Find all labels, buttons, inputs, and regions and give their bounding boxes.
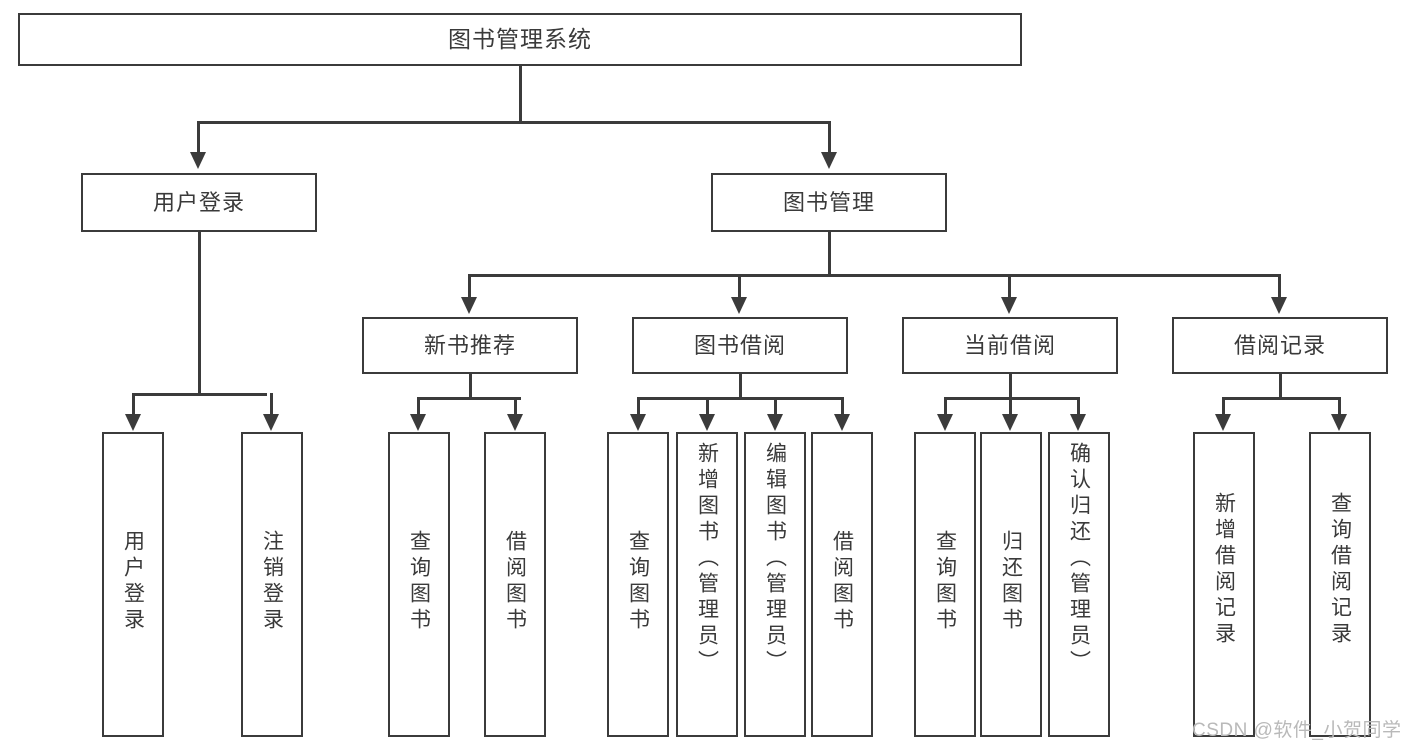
arrow-book-borrow-to-leaf-1 xyxy=(630,414,646,431)
leaf-add-borrow-record[interactable]: 新增借阅记录 xyxy=(1193,432,1255,737)
connector-book-borrow-to-leaf-4 xyxy=(841,397,844,415)
leaf-label: 借阅图书 xyxy=(830,530,854,634)
leaf-borrow-book[interactable]: 借阅图书 xyxy=(811,432,873,737)
leaf-label: 归还图书 xyxy=(999,530,1023,634)
connector-new-book-bar xyxy=(417,397,521,400)
connector-current-borrow-stem xyxy=(1009,374,1012,399)
leaf-label: 查询借阅记录 xyxy=(1328,492,1352,648)
arrow-user-login-to-leaf-2 xyxy=(263,414,279,431)
leaf-label: 查询图书 xyxy=(626,530,650,634)
connector-borrow-record-to-leaf-2 xyxy=(1338,397,1341,415)
leaf-label: 用户登录 xyxy=(121,530,145,634)
arrow-root-to-user-login xyxy=(190,152,206,169)
connector-current-borrow-to-leaf-2 xyxy=(1009,397,1012,415)
node-book-management[interactable]: 图书管理 xyxy=(711,173,947,232)
connector-root-bar xyxy=(197,121,831,124)
connector-root-to-book-manage xyxy=(828,121,831,153)
node-label: 当前借阅 xyxy=(963,332,1056,358)
arrow-book-borrow-to-leaf-3 xyxy=(767,414,783,431)
leaf-user-login[interactable]: 用户登录 xyxy=(102,432,164,737)
connector-book-manage-to-book-borrow xyxy=(738,274,741,298)
arrow-new-book-to-leaf-2 xyxy=(507,414,523,431)
connector-book-manage-to-current-borrow xyxy=(1008,274,1011,298)
leaf-query-book-current[interactable]: 查询图书 xyxy=(914,432,976,737)
node-current-borrow[interactable]: 当前借阅 xyxy=(902,317,1118,374)
connector-borrow-record-bar xyxy=(1222,397,1340,400)
arrow-current-borrow-to-leaf-1 xyxy=(937,414,953,431)
arrow-user-login-to-leaf-1 xyxy=(125,414,141,431)
arrow-root-to-book-manage xyxy=(821,152,837,169)
leaf-label: 查询图书 xyxy=(933,530,957,634)
node-borrow-record[interactable]: 借阅记录 xyxy=(1172,317,1388,374)
leaf-logout[interactable]: 注销登录 xyxy=(241,432,303,737)
leaf-add-book-admin[interactable]: 新增图书（管理员） xyxy=(676,432,738,737)
connector-current-borrow-to-leaf-1 xyxy=(944,397,947,415)
leaf-label: 注销登录 xyxy=(260,530,284,634)
arrow-new-book-to-leaf-1 xyxy=(410,414,426,431)
node-root-system[interactable]: 图书管理系统 xyxy=(18,13,1022,66)
leaf-label: 查询图书 xyxy=(407,530,431,634)
connector-user-login-stem xyxy=(198,232,201,395)
arrow-current-borrow-to-leaf-3 xyxy=(1070,414,1086,431)
leaf-confirm-return-admin[interactable]: 确认归还（管理员） xyxy=(1048,432,1110,737)
node-label: 图书管理 xyxy=(782,189,875,215)
connector-new-book-stem xyxy=(469,374,472,399)
connector-book-manage-to-borrow-record xyxy=(1278,274,1281,298)
node-book-borrow[interactable]: 图书借阅 xyxy=(632,317,848,374)
arrow-book-borrow-to-leaf-4 xyxy=(834,414,850,431)
arrow-book-borrow-to-leaf-2 xyxy=(699,414,715,431)
connector-book-borrow-bar xyxy=(637,397,843,400)
arrow-book-manage-to-book-borrow xyxy=(731,297,747,314)
arrow-borrow-record-to-leaf-1 xyxy=(1215,414,1231,431)
connector-book-manage-bar xyxy=(468,274,1280,277)
node-label: 用户登录 xyxy=(152,189,245,215)
connector-book-borrow-stem xyxy=(739,374,742,399)
leaf-label: 新增图书（管理员） xyxy=(695,442,719,676)
node-label: 借阅记录 xyxy=(1233,332,1326,358)
connector-book-borrow-to-leaf-1 xyxy=(637,397,640,415)
connector-book-borrow-to-leaf-2 xyxy=(706,397,709,415)
leaf-borrow-book-new[interactable]: 借阅图书 xyxy=(484,432,546,737)
connector-current-borrow-to-leaf-3 xyxy=(1077,397,1080,415)
connector-borrow-record-stem xyxy=(1279,374,1282,399)
connector-user-login-bar xyxy=(132,393,267,396)
leaf-label: 借阅图书 xyxy=(503,530,527,634)
node-label: 图书管理系统 xyxy=(448,26,592,53)
connector-user-login-to-leaf-2 xyxy=(270,393,273,415)
arrow-book-manage-to-new-book xyxy=(461,297,477,314)
node-label: 图书借阅 xyxy=(693,332,786,358)
node-user-login[interactable]: 用户登录 xyxy=(81,173,317,232)
connector-book-borrow-to-leaf-3 xyxy=(774,397,777,415)
connector-new-book-to-leaf-2 xyxy=(514,397,517,415)
leaf-edit-book-admin[interactable]: 编辑图书（管理员） xyxy=(744,432,806,737)
connector-current-borrow-bar xyxy=(944,397,1079,400)
connector-user-login-to-leaf-1 xyxy=(132,393,135,415)
arrow-book-manage-to-current-borrow xyxy=(1001,297,1017,314)
connector-root-to-user-login xyxy=(197,121,200,153)
connector-book-manage-stem xyxy=(828,232,831,276)
node-label: 新书推荐 xyxy=(423,332,516,358)
leaf-label: 新增借阅记录 xyxy=(1212,492,1236,648)
arrow-borrow-record-to-leaf-2 xyxy=(1331,414,1347,431)
leaf-query-borrow-record[interactable]: 查询借阅记录 xyxy=(1309,432,1371,737)
leaf-label: 确认归还（管理员） xyxy=(1067,442,1091,676)
leaf-return-book[interactable]: 归还图书 xyxy=(980,432,1042,737)
arrow-book-manage-to-borrow-record xyxy=(1271,297,1287,314)
connector-new-book-to-leaf-1 xyxy=(417,397,420,415)
arrow-current-borrow-to-leaf-2 xyxy=(1002,414,1018,431)
connector-root-stem xyxy=(519,66,522,123)
connector-borrow-record-to-leaf-1 xyxy=(1222,397,1225,415)
leaf-query-book-borrow[interactable]: 查询图书 xyxy=(607,432,669,737)
connector-book-manage-to-new-book xyxy=(468,274,471,298)
leaf-label: 编辑图书（管理员） xyxy=(763,442,787,676)
node-new-book-recommend[interactable]: 新书推荐 xyxy=(362,317,578,374)
leaf-query-book-new[interactable]: 查询图书 xyxy=(388,432,450,737)
